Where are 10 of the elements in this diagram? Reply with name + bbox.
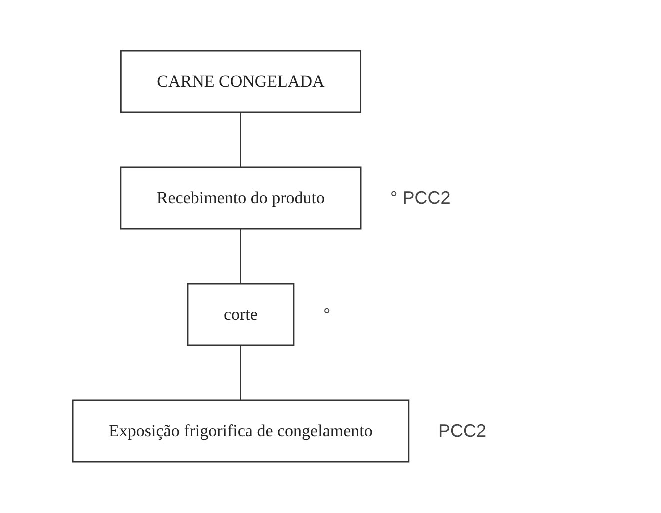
connector-line: [240, 345, 241, 401]
process-box: Exposição frigorifica de congelamento: [72, 400, 410, 463]
side-note: PCC2: [438, 421, 486, 442]
side-note: °: [323, 304, 331, 325]
process-box: Recebimento do produto: [120, 166, 362, 230]
connector-line: [240, 228, 241, 284]
process-box: CARNE CONGELADA: [120, 50, 362, 114]
process-box: corte: [186, 283, 294, 346]
connector-line: [240, 112, 241, 168]
side-note: ° PCC2: [390, 188, 451, 208]
